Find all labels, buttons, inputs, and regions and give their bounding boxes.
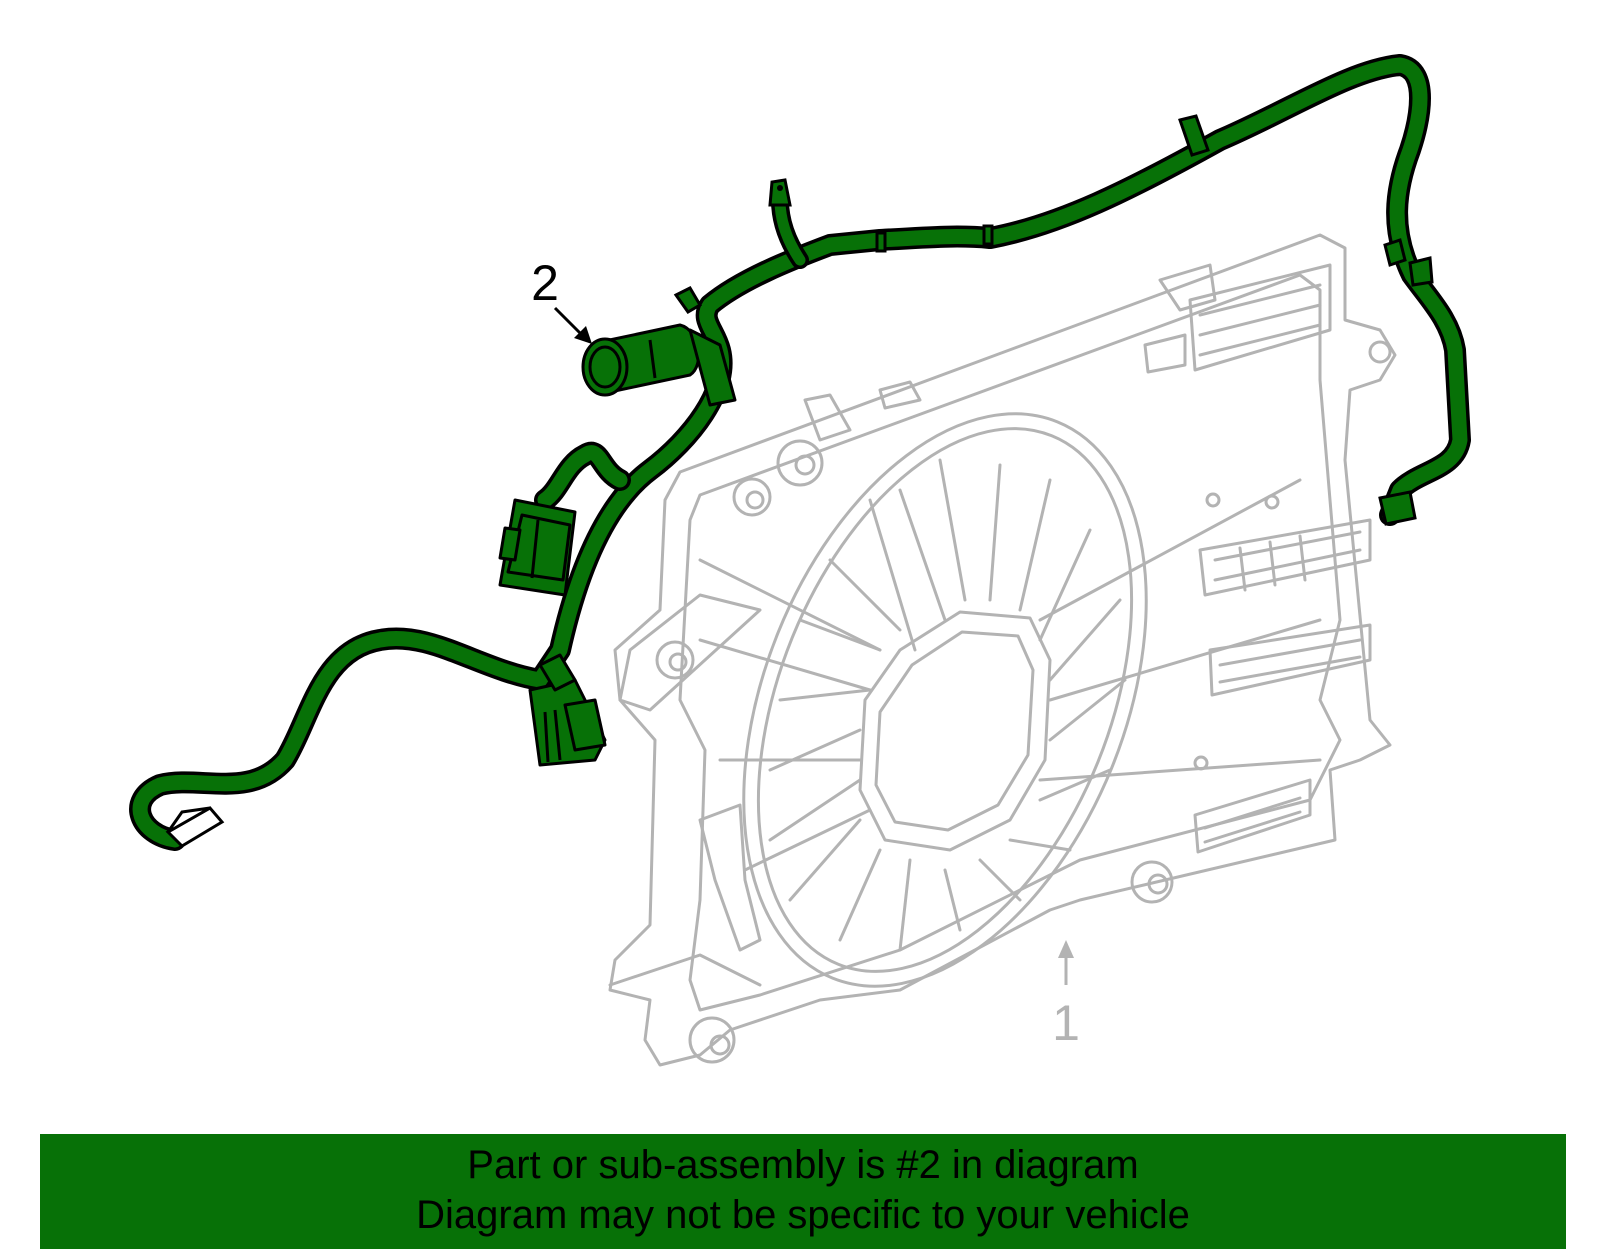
connector-right [1378, 490, 1417, 526]
connector-lower [528, 653, 607, 767]
shroud-louvers [1188, 263, 1372, 854]
ring-terminal [768, 178, 792, 207]
wiring-harness [129, 54, 1471, 851]
connector-pigtail [165, 806, 225, 848]
callout-2: 2 [531, 255, 592, 344]
connector-left-mid [498, 498, 577, 597]
callout-1: 1 [1052, 940, 1080, 1051]
harness-clips [673, 114, 1434, 314]
banner-line-2: Diagram may not be specific to your vehi… [416, 1193, 1190, 1237]
shroud-inner-frame [678, 273, 1342, 1012]
left-bracket [698, 803, 762, 952]
motor-hub-inner [874, 630, 1035, 832]
cylinder-connector [581, 323, 737, 407]
mounting-bosses [655, 340, 1392, 1064]
callout-1-label: 1 [1052, 995, 1080, 1051]
parts-diagram: 1 [129, 54, 1471, 1067]
fan-shroud-assembly [608, 233, 1397, 1067]
banner-line-1: Part or sub-assembly is #2 in diagram [467, 1143, 1139, 1187]
harness-cable [129, 54, 1471, 851]
motor-hub-outer [858, 610, 1052, 852]
fan-ring-outer [742, 412, 1148, 988]
shroud-spokes [698, 478, 1322, 872]
info-banner: Part or sub-assembly is #2 in diagram Di… [40, 1134, 1566, 1249]
fan-blades [768, 458, 1127, 952]
fan-ring-inner [756, 427, 1134, 973]
callout-2-label: 2 [531, 255, 559, 311]
